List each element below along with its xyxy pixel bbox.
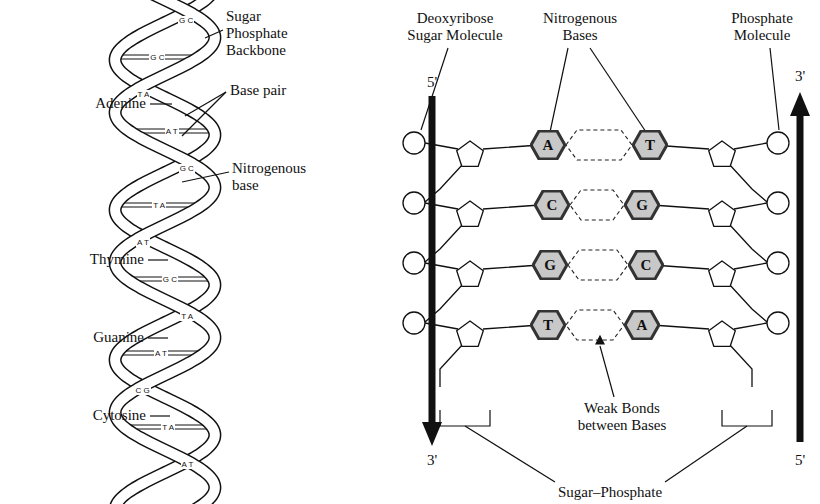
hydrogen-bond (566, 130, 632, 160)
leader-line (600, 346, 614, 397)
sugar-pentagon (709, 321, 736, 346)
part-label: Deoxyribose Sugar Molecule (399, 10, 511, 44)
phosphate-circle (767, 312, 789, 334)
base-letters: T A (137, 90, 151, 99)
part-label: 5' (427, 74, 437, 91)
part-label: Nitrogenous base (232, 160, 312, 194)
strand-backbone (652, 132, 789, 387)
sugar-pentagon (457, 201, 484, 226)
base-letters: T A (161, 423, 175, 432)
part-label: Thymine (90, 251, 144, 268)
leader-line (148, 337, 168, 338)
phosphate-circle (403, 252, 425, 274)
arrow-head (422, 422, 442, 446)
base-letters: C G (134, 386, 150, 395)
base-letters: T A (152, 201, 166, 210)
leader-line (150, 415, 170, 416)
nitrogenous-base: A (530, 130, 566, 160)
nitrogenous-base: C (628, 250, 664, 280)
strand-arrows (422, 92, 810, 446)
bracket (722, 410, 772, 426)
leader-line (182, 92, 226, 136)
base-letters: A T (154, 349, 168, 358)
sugar-pentagon (457, 321, 484, 346)
base-letters: G C (179, 164, 195, 173)
part-label: Sugar–Phosphate (558, 484, 662, 501)
base-letters: G C (178, 16, 194, 25)
phosphate-circle (403, 192, 425, 214)
phosphate-circle (767, 132, 789, 154)
leader-line (205, 30, 223, 38)
base-letters: A T (165, 127, 179, 136)
base-letter: A (624, 310, 660, 334)
base-letters: G C (149, 53, 165, 62)
part-label: Base pair (230, 82, 286, 99)
leader-line (421, 48, 448, 130)
sugar-pentagon (709, 141, 736, 166)
bracket (440, 410, 490, 426)
leader-line (770, 48, 779, 130)
leader-line (665, 426, 747, 482)
arrow-head (790, 92, 810, 116)
part-label: Sugar Phosphate Backbone (226, 8, 306, 59)
part-label: Cytosine (93, 407, 146, 424)
leader-line (148, 259, 168, 260)
base-letters: T A (180, 312, 194, 321)
leader-line (550, 48, 568, 132)
part-label: 5' (795, 452, 805, 469)
base-letter: G (624, 190, 660, 214)
base-letter: C (534, 190, 570, 214)
nitrogenous-base: G (532, 250, 568, 280)
direction-arrow (797, 114, 804, 442)
leader-lines (148, 30, 779, 482)
phosphate-circle (403, 132, 425, 154)
base-letter: G (532, 250, 568, 274)
direction-arrow (429, 96, 436, 424)
sugar-pentagon (709, 261, 736, 286)
strand-backbone (403, 132, 540, 387)
base-letter: T (530, 310, 566, 334)
nitrogenous-base: T (530, 310, 566, 340)
sugar-pentagon (457, 141, 484, 166)
part-label: Nitrogenous Bases (532, 10, 628, 44)
leader-line (590, 48, 646, 132)
nitrogenous-base: G (624, 190, 660, 220)
nitrogenous-base: T (632, 130, 668, 160)
base-letters: G C (162, 275, 178, 284)
hydrogen-bond (568, 250, 628, 280)
sugar-pentagon (457, 261, 484, 286)
part-label: 3' (427, 452, 437, 469)
base-letter: A (530, 130, 566, 154)
base-letters: A T (136, 238, 150, 247)
phosphate-circle (403, 312, 425, 334)
base-letter: C (628, 250, 664, 274)
hydrogen-bond (566, 310, 624, 340)
sugar-pentagon (709, 201, 736, 226)
leader-line (465, 426, 555, 482)
nitrogenous-base: A (624, 310, 660, 340)
part-label: 3' (795, 68, 805, 85)
leader-line (182, 172, 229, 182)
leader-line (150, 103, 172, 104)
part-label: Weak Bonds between Bases (567, 400, 677, 434)
nitrogenous-base: C (534, 190, 570, 220)
base-letters: A T (181, 460, 195, 469)
sugar-phosphate-backbone (403, 132, 789, 387)
part-label: Guanine (93, 329, 144, 346)
phosphate-circle (767, 252, 789, 274)
hydrogen-bond (570, 190, 624, 220)
part-label: Phosphate Molecule (714, 10, 810, 44)
phosphate-circle (767, 192, 789, 214)
base-letter: T (632, 130, 668, 154)
